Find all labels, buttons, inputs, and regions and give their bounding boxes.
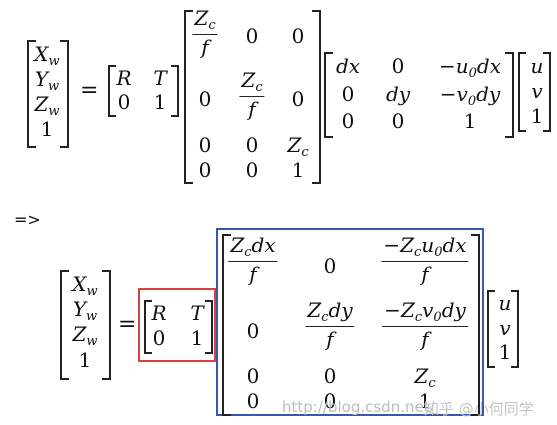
p-bracket-right bbox=[505, 52, 514, 138]
m-bracket-right bbox=[471, 234, 480, 416]
k-r1-zero-b: 0 bbox=[291, 24, 305, 48]
equals-sign: = bbox=[80, 78, 99, 103]
uv2-bracket-right bbox=[511, 290, 519, 368]
rt2-t: T bbox=[190, 301, 204, 325]
uv2-bracket-left bbox=[487, 290, 495, 368]
m-bracket-left bbox=[222, 234, 231, 416]
p-dx: dx bbox=[335, 54, 361, 78]
k-r3-zero-b: 0 bbox=[245, 133, 259, 157]
intrinsic-highlight-box bbox=[216, 228, 484, 416]
k-bracket-left bbox=[184, 10, 193, 184]
uv-bracket-right bbox=[543, 52, 551, 132]
extrinsic-highlight-box bbox=[138, 288, 216, 362]
m-r3-zero-a: 0 bbox=[246, 364, 260, 388]
rt-t: T bbox=[153, 66, 167, 90]
lhs2-bracket-right bbox=[102, 270, 111, 380]
m-frac-b3: −Zcv0dy f bbox=[382, 298, 468, 351]
lhs-x: Xw bbox=[34, 42, 60, 69]
m-frac-b: Zcdy f bbox=[305, 298, 355, 351]
watermark-brand: 知乎 @小何同学 bbox=[424, 400, 534, 418]
k-r4-one: 1 bbox=[291, 158, 305, 182]
k-r3-zc: Zc bbox=[287, 133, 309, 160]
rt2-bracket-right bbox=[205, 300, 213, 354]
uv2-one: 1 bbox=[498, 340, 512, 364]
p-r2-zero: 0 bbox=[341, 82, 355, 106]
rt-bracket-left bbox=[108, 65, 116, 117]
rt-one: 1 bbox=[153, 90, 167, 114]
uv-u: u bbox=[530, 54, 544, 78]
rt-zero: 0 bbox=[117, 90, 131, 114]
k-r4-zero-b: 0 bbox=[245, 158, 259, 182]
rt2-r: R bbox=[151, 301, 167, 325]
lhs-one: 1 bbox=[40, 117, 54, 141]
k-r4-zero-a: 0 bbox=[198, 158, 212, 182]
k-frac-a: Zc f bbox=[192, 6, 218, 59]
k-r2-zero-a: 0 bbox=[198, 87, 212, 111]
k-r1-zero-a: 0 bbox=[245, 24, 259, 48]
p-r3-zero-a: 0 bbox=[341, 109, 355, 133]
lhs-bracket-right bbox=[60, 40, 69, 148]
lhs2-bracket-left bbox=[60, 270, 69, 380]
uv-one: 1 bbox=[530, 104, 544, 128]
rt2-one: 1 bbox=[190, 326, 204, 350]
m-r2-zero: 0 bbox=[246, 319, 260, 343]
p-r1-zero: 0 bbox=[391, 54, 405, 78]
m-frac-a: Zcdx f bbox=[228, 233, 278, 286]
lhs-y: Yw bbox=[34, 67, 60, 94]
uv2-u: u bbox=[498, 291, 512, 315]
uv-v: v bbox=[531, 79, 543, 103]
uv2-v: v bbox=[499, 316, 511, 340]
m-r1-zero: 0 bbox=[323, 254, 337, 278]
p-u0dx: −u0dx bbox=[438, 54, 502, 81]
uv-bracket-left bbox=[518, 52, 526, 132]
m-r4-zero-b: 0 bbox=[323, 389, 337, 413]
p-bracket-left bbox=[324, 52, 333, 138]
k-bracket-right bbox=[312, 10, 321, 184]
p-dy: dy bbox=[385, 82, 411, 106]
rt2-zero: 0 bbox=[152, 326, 166, 350]
m-r3-zero-b: 0 bbox=[323, 364, 337, 388]
implies-arrow: => bbox=[14, 210, 41, 229]
lhs2-y: Yw bbox=[72, 297, 98, 324]
rt-bracket-right bbox=[171, 65, 179, 117]
k-r3-zero-a: 0 bbox=[198, 133, 212, 157]
rt2-bracket-left bbox=[144, 300, 152, 354]
p-v0dy: −v0dy bbox=[439, 82, 501, 109]
k-r2-zero-b: 0 bbox=[291, 87, 305, 111]
lhs-bracket-left bbox=[27, 40, 36, 148]
m-frac-a3: −Zcu0dx f bbox=[381, 233, 469, 286]
equals-sign-2: = bbox=[118, 312, 137, 337]
p-r3-one: 1 bbox=[463, 109, 477, 133]
rt-r: R bbox=[116, 66, 132, 90]
m-r3-zc: Zc bbox=[414, 364, 436, 391]
lhs-z: Zw bbox=[34, 92, 60, 119]
lhs2-one: 1 bbox=[78, 348, 92, 372]
m-r4-zero-a: 0 bbox=[246, 389, 260, 413]
m-r4-one: 1 bbox=[418, 389, 432, 413]
k-frac-b: Zc f bbox=[239, 68, 265, 121]
watermark-url: http://blog.csdn.net/ bbox=[282, 398, 435, 416]
p-r3-zero-b: 0 bbox=[391, 109, 405, 133]
lhs2-x: Xw bbox=[72, 272, 98, 299]
lhs2-z: Zw bbox=[72, 322, 98, 349]
